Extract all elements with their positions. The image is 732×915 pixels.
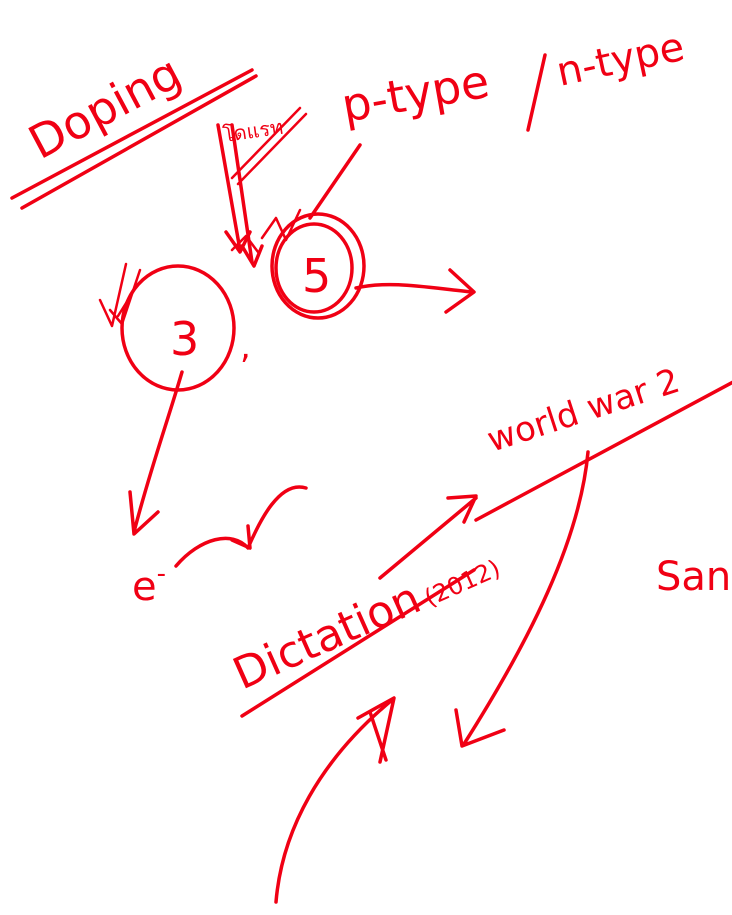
p-type-label: p-type: [338, 54, 494, 133]
arrow-three-down: [128, 370, 184, 536]
arrow-five-right: [354, 268, 476, 314]
san-label: San: [656, 554, 731, 600]
comma-label: ,: [240, 327, 251, 367]
arrow-world-war-down: [454, 450, 590, 748]
check-mark-top: [260, 208, 302, 242]
type-separator: [526, 53, 547, 132]
dictation-underline: [240, 568, 476, 718]
world-war-underline: [474, 380, 732, 522]
three-label: 3: [170, 312, 199, 366]
thai-word: โดแรท: [221, 115, 284, 147]
electron-wave-arrow: [174, 485, 308, 568]
electron-e: e: [132, 564, 157, 610]
world-war-label: world war 2: [482, 361, 684, 461]
thai-underline-2: [236, 112, 308, 186]
five-label: 5: [302, 249, 331, 303]
doping-label: Doping: [20, 45, 190, 170]
dictation-word: Dictation: [226, 573, 428, 700]
circle-five-inner: [274, 222, 354, 314]
n-type-label: n-type: [553, 24, 689, 96]
arrow-to-world-war: [378, 494, 478, 580]
circle-five-outer: [270, 212, 366, 320]
doping-underline-2: [20, 74, 258, 210]
doping-underline-1: [10, 68, 254, 200]
dictation-year: (2012): [420, 554, 504, 612]
thai-underline-1: [230, 106, 302, 180]
dictation-label: Dictation(2012): [226, 538, 507, 700]
arrow-from-ptype: [308, 143, 362, 220]
check-marks-three: [98, 262, 142, 328]
electron-label: e-: [132, 559, 166, 610]
check-mark-left: [230, 234, 260, 254]
arrow-bottom-up: [274, 696, 396, 904]
electron-superscript: -: [157, 559, 166, 589]
